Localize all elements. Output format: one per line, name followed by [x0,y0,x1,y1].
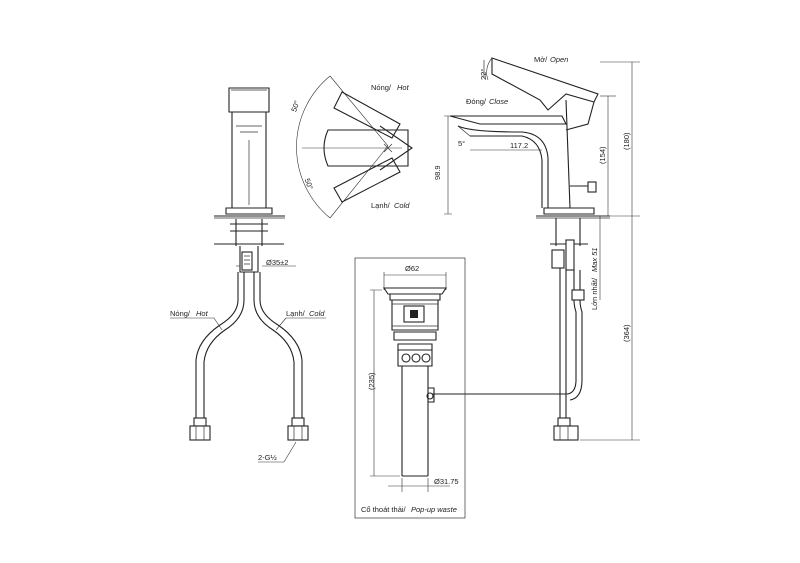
top-cold-label-en: Cold [394,201,410,210]
lever-angle-label: 22° [479,69,488,80]
hose-hot-label-en: Hot [196,309,209,318]
top-cold-label: Lạnh/ [371,201,391,210]
top-hot-label-en: Hot [397,83,410,92]
hose-cold-label: Lạnh/ [286,309,306,318]
spout-height-dimension: 98.9 [433,165,442,180]
waste-length-dimension: (235) [367,372,376,390]
spout-reach-dimension: 117.2 [510,141,528,150]
open-label-en: Open [550,55,568,64]
open-label: Mở/ [534,55,548,64]
side-view [426,57,610,441]
top-angle-hot: 50° [289,99,301,113]
side-dimensions [444,61,640,441]
top-angle-cold: 50° [303,177,315,191]
waste-caption: Cổ thoát thải/ [361,505,407,514]
lever-height-dimension: (154) [598,146,607,164]
close-label-en: Close [489,97,508,106]
below-counter-dimension: (364) [622,324,631,342]
total-height-dimension: (180) [622,132,631,150]
front-view [189,87,309,441]
thread-label: 2-G½ [258,453,278,462]
max-thickness-label-en: Max 51 [590,247,599,272]
shank-diameter-label: Ø35±2 [266,258,288,267]
max-thickness-label: Lớn nhất/ [590,277,599,310]
waste-top-diameter: Ø62 [405,264,419,273]
close-label: Đóng/ [466,97,487,106]
top-hot-label: Nóng/ [371,83,392,92]
hose-cold-label-en: Cold [309,309,325,318]
hose-hot-label: Nóng/ [170,309,191,318]
waste-bottom-diameter: Ø31.75 [434,477,459,486]
waste-caption-en: Pop-up waste [411,505,457,514]
popup-waste-panel [354,257,466,519]
spout-angle-label: 5° [458,139,465,148]
top-view [296,75,413,219]
